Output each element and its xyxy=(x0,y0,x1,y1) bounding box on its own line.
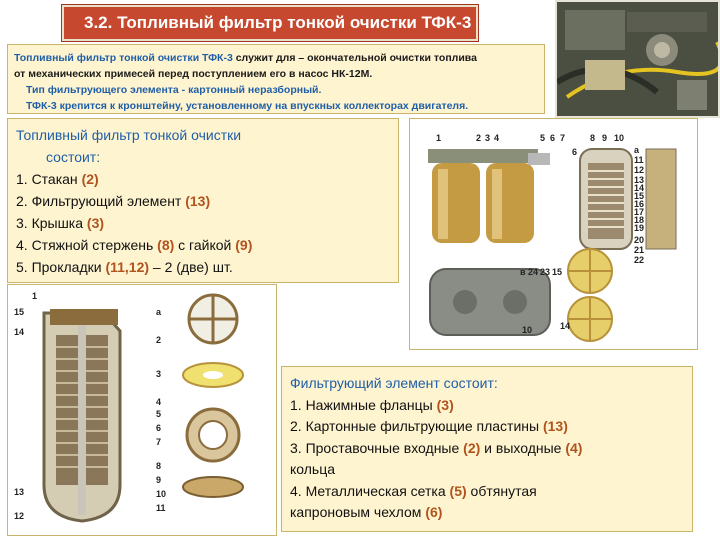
composition-item-tail: с гайкой xyxy=(174,237,235,253)
composition-item-ref: (9) xyxy=(235,237,252,253)
figure-label: 21 xyxy=(634,245,644,255)
figure-label: 12 xyxy=(634,165,644,175)
figure-label: 9 xyxy=(602,133,607,143)
composition-item: 1. Стакан (2) xyxy=(16,168,390,190)
filter-element-item-ref: (6) xyxy=(425,504,442,520)
engine-photo-drawing xyxy=(557,2,718,116)
figure-label: 6 xyxy=(572,147,577,157)
filter-element-item-ref: (2) xyxy=(463,440,480,456)
filter-section-figure: 1 15 14 13 12 а 2 3 4 5 6 7 8 9 10 11 xyxy=(7,284,277,536)
composition-item-ref: (2) xyxy=(82,171,99,187)
filter-element-item-tail: и выходные xyxy=(480,440,565,456)
figure-label: 10 xyxy=(522,325,532,335)
section-label: 3 xyxy=(156,369,161,379)
intro-line-1: Топливный фильтр тонкой очистки ТФК-3 сл… xyxy=(14,50,538,66)
section-label: 7 xyxy=(156,437,161,447)
filter-element-item-text: капроновым чехлом xyxy=(290,504,425,520)
composition-item-text: 4. Стяжной стержень xyxy=(16,237,157,253)
filter-views-drawing: 1 2 3 4 5 6 7 8 9 10 6 а 11 12 13 14 15 … xyxy=(410,119,697,349)
filter-element-item: 1. Нажимные фланцы (3) xyxy=(290,395,684,417)
filter-element-item: 2. Картонные фильтрующие пластины (13) xyxy=(290,416,684,438)
title-banner: 3.2. Топливный фильтр тонкой очистки ТФК… xyxy=(62,5,478,41)
composition-heading: Топливный фильтр тонкой очистки xyxy=(16,124,390,146)
figure-label: в xyxy=(520,267,526,277)
section-label: 6 xyxy=(156,423,161,433)
section-label: 15 xyxy=(14,307,24,317)
intro-box: Топливный фильтр тонкой очистки ТФК-3 сл… xyxy=(7,44,545,114)
filter-element-item-ref: (5) xyxy=(450,483,467,499)
filter-element-item: 4. Металлическая сетка (5) обтянутая xyxy=(290,481,684,503)
figure-label: 5 xyxy=(540,133,545,143)
figure-label: 3 xyxy=(485,133,490,143)
filter-element-item-text: 4. Металлическая сетка xyxy=(290,483,450,499)
figure-label: 20 xyxy=(634,235,644,245)
section-label: 4 xyxy=(156,397,161,407)
section-label: а xyxy=(156,307,162,317)
filter-element-item: кольца xyxy=(290,459,684,481)
filter-element-item: капроновым чехлом (6) xyxy=(290,502,684,524)
composition-item-text: 5. Прокладки xyxy=(16,259,105,275)
composition-item-text: 2. Фильтрующий элемент xyxy=(16,193,185,209)
filter-element-item-text: 1. Нажимные фланцы xyxy=(290,397,437,413)
filter-element-item-text: 3. Проставочные входные xyxy=(290,440,463,456)
composition-box: Топливный фильтр тонкой очистки состоит:… xyxy=(7,118,399,283)
figure-label: 2 xyxy=(476,133,481,143)
composition-item-text: 1. Стакан xyxy=(16,171,82,187)
figure-label: 10 xyxy=(614,133,624,143)
figure-label: 1 xyxy=(436,133,441,143)
section-label: 8 xyxy=(156,461,161,471)
section-label: 14 xyxy=(14,327,24,337)
section-label: 2 xyxy=(156,335,161,345)
figure-label: 22 xyxy=(634,255,644,265)
filter-views-figure: 1 2 3 4 5 6 7 8 9 10 6 а 11 12 13 14 15 … xyxy=(409,118,698,350)
composition-item: 3. Крышка (3) xyxy=(16,212,390,234)
section-label: 12 xyxy=(14,511,24,521)
intro-filter-name: Топливный фильтр тонкой очистки ТФК-3 xyxy=(14,52,233,64)
engine-photo xyxy=(555,0,720,118)
figure-label: 15 xyxy=(552,267,562,277)
figure-label: 6 xyxy=(550,133,555,143)
filter-element-item-ref: (4) xyxy=(565,440,582,456)
section-label: 1 xyxy=(32,291,37,301)
composition-item-ref: (3) xyxy=(87,215,104,231)
figure-label: 7 xyxy=(560,133,565,143)
composition-heading-2: состоит: xyxy=(16,146,390,168)
section-label: 11 xyxy=(156,503,166,513)
intro-line-2: от механических примесей перед поступлен… xyxy=(14,66,538,82)
section-label: 9 xyxy=(156,475,161,485)
intro-line-3: Тип фильтрующего элемента - картонный не… xyxy=(14,82,538,98)
composition-item-ref: (13) xyxy=(185,193,210,209)
filter-section-drawing: 1 15 14 13 12 а 2 3 4 5 6 7 8 9 10 11 xyxy=(8,285,276,535)
composition-item-tail: – 2 (две) шт. xyxy=(149,259,233,275)
filter-element-item-ref: (13) xyxy=(543,418,568,434)
figure-label: 23 xyxy=(540,267,550,277)
figure-label: а xyxy=(634,145,640,155)
filter-element-box: Фильтрующий элемент состоит: 1. Нажимные… xyxy=(281,366,693,532)
figure-label: 14 xyxy=(560,321,570,331)
composition-item: 2. Фильтрующий элемент (13) xyxy=(16,190,390,212)
figure-label: 11 xyxy=(634,155,644,165)
filter-element-item-text: 2. Картонные фильтрующие пластины xyxy=(290,418,543,434)
figure-label: 19 xyxy=(634,223,644,233)
composition-item: 4. Стяжной стержень (8) с гайкой (9) xyxy=(16,234,390,256)
figure-label: 4 xyxy=(494,133,499,143)
composition-item-ref: (11,12) xyxy=(105,259,149,275)
filter-element-item: 3. Проставочные входные (2) и выходные (… xyxy=(290,438,684,460)
section-label: 13 xyxy=(14,487,24,497)
filter-element-item-text: кольца xyxy=(290,461,335,477)
section-label: 10 xyxy=(156,489,166,499)
section-label: 5 xyxy=(156,409,161,419)
figure-label: 24 xyxy=(528,267,538,277)
composition-item-ref: (8) xyxy=(157,237,174,253)
composition-item-text: 3. Крышка xyxy=(16,215,87,231)
filter-element-item-ref: (3) xyxy=(437,397,454,413)
figure-label: 8 xyxy=(590,133,595,143)
composition-item: 5. Прокладки (11,12) – 2 (две) шт. xyxy=(16,256,390,278)
filter-element-heading: Фильтрующий элемент состоит: xyxy=(290,373,684,395)
filter-element-item-tail: обтянутая xyxy=(467,483,537,499)
intro-line-4: ТФК-3 крепится к кронштейну, установленн… xyxy=(14,98,538,114)
page-title: 3.2. Топливный фильтр тонкой очистки ТФК… xyxy=(64,7,476,39)
intro-purpose: служит для – окончательной очистки топли… xyxy=(233,52,477,64)
